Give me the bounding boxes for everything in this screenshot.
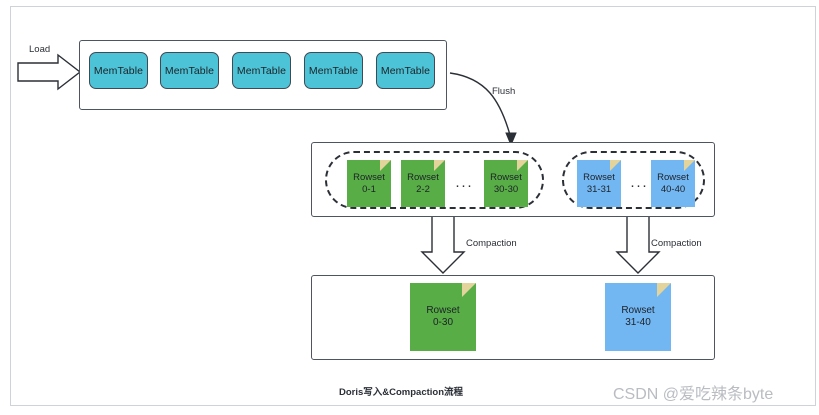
flush-arrow-path <box>449 72 511 136</box>
rowset-name: Rowset <box>426 304 460 316</box>
rowset-31-31[interactable]: Rowset 31-31 <box>577 160 621 207</box>
green-group-ellipsis: ··· <box>455 177 473 194</box>
page-fold-icon <box>610 160 621 171</box>
flush-label: Flush <box>492 86 516 97</box>
rowset-name: Rowset <box>583 171 615 183</box>
blue-group-ellipsis: ··· <box>630 177 648 194</box>
csdn-watermark: CSDN @爱吃辣条byte <box>613 386 774 403</box>
rowset-name: Rowset <box>490 171 522 183</box>
rowset-0-30[interactable]: Rowset 0-30 <box>410 283 476 351</box>
page-fold-icon <box>434 160 445 171</box>
rowset-name: Rowset <box>621 304 655 316</box>
memtable-3[interactable]: MemTable <box>304 52 363 89</box>
rowset-name: Rowset <box>407 171 439 183</box>
load-arrow <box>17 53 82 91</box>
page-fold-icon <box>657 283 671 297</box>
memtable-0[interactable]: MemTable <box>89 52 148 89</box>
memtable-label: MemTable <box>380 64 431 77</box>
memtable-label: MemTable <box>164 64 215 77</box>
compaction-label-right: Compaction <box>651 238 702 249</box>
memtable-label: MemTable <box>236 64 287 77</box>
rowset-name: Rowset <box>657 171 689 183</box>
rowset-31-40[interactable]: Rowset 31-40 <box>605 283 671 351</box>
compaction-label-left: Compaction <box>466 238 517 249</box>
page-fold-icon <box>517 160 528 171</box>
rowset-range: 0-1 <box>362 183 376 195</box>
memtable-label: MemTable <box>308 64 359 77</box>
memtable-1[interactable]: MemTable <box>160 52 219 89</box>
rowset-40-40[interactable]: Rowset 40-40 <box>651 160 695 207</box>
rowset-30-30[interactable]: Rowset 30-30 <box>484 160 528 207</box>
rowset-range: 2-2 <box>416 183 430 195</box>
rowset-0-1[interactable]: Rowset 0-1 <box>347 160 391 207</box>
rowset-range: 31-40 <box>625 317 651 328</box>
diagram-caption: Doris写入&Compaction流程 <box>339 387 464 398</box>
memtable-2[interactable]: MemTable <box>232 52 291 89</box>
load-label: Load <box>29 44 51 55</box>
page-fold-icon <box>684 160 695 171</box>
rowset-range: 40-40 <box>660 183 686 195</box>
rowset-range: 31-31 <box>586 183 612 195</box>
rowset-name: Rowset <box>353 171 385 183</box>
memtable-label: MemTable <box>93 64 144 77</box>
rowset-2-2[interactable]: Rowset 2-2 <box>401 160 445 207</box>
rowset-range: 0-30 <box>432 317 453 328</box>
page-fold-icon <box>380 160 391 171</box>
page-fold-icon <box>462 283 476 297</box>
rowset-range: 30-30 <box>493 183 519 195</box>
memtable-4[interactable]: MemTable <box>376 52 435 89</box>
